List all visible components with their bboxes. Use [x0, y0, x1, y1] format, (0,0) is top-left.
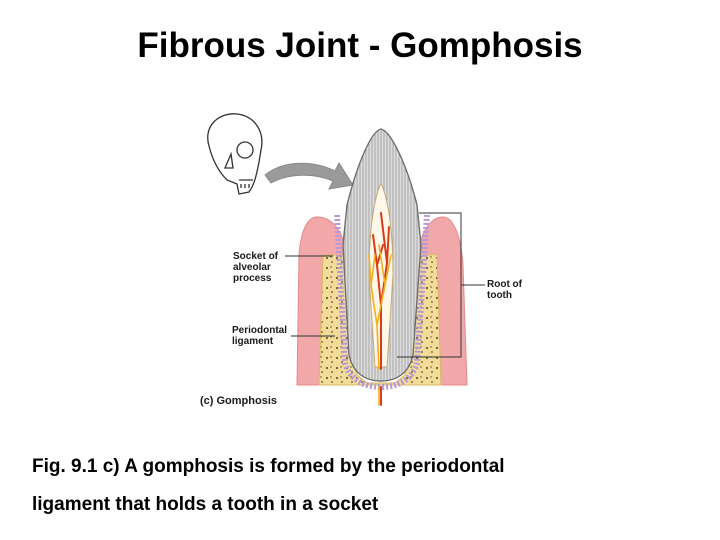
figure-caption: Fig. 9.1 c) A gomphosis is formed by the… — [32, 448, 692, 524]
gomphosis-illustration — [207, 113, 485, 406]
pulp-vessels — [368, 212, 392, 406]
periodontal-ligament — [334, 214, 430, 391]
socket-label-line-1: Socket of — [233, 251, 279, 262]
slide-title: Fibrous Joint - Gomphosis — [137, 26, 583, 65]
ligament-label: Periodontal ligament — [232, 325, 287, 347]
panel-label: (c) Gomphosis — [200, 395, 278, 407]
root-label: Root of tooth — [487, 279, 522, 301]
socket-label-line-3: process — [233, 273, 272, 284]
gomphosis-figure: Socket of alveolar process Periodontal l… — [185, 105, 535, 415]
ligament-label-line-1: Periodontal — [232, 325, 288, 336]
arrow-icon — [264, 161, 354, 190]
caption-line-2: ligament that holds a tooth in a socket — [32, 494, 379, 515]
root-label-line-1: Root of — [487, 279, 522, 290]
socket-label: Socket of alveolar process — [233, 251, 278, 284]
label-leaders — [285, 212, 485, 358]
ligament-label-line-2: ligament — [232, 336, 274, 347]
root-label-line-2: tooth — [487, 290, 512, 301]
skull-icon — [207, 113, 263, 195]
caption-line-1: Fig. 9.1 c) A gomphosis is formed by the… — [32, 456, 505, 477]
socket-label-line-2: alveolar — [233, 262, 271, 273]
